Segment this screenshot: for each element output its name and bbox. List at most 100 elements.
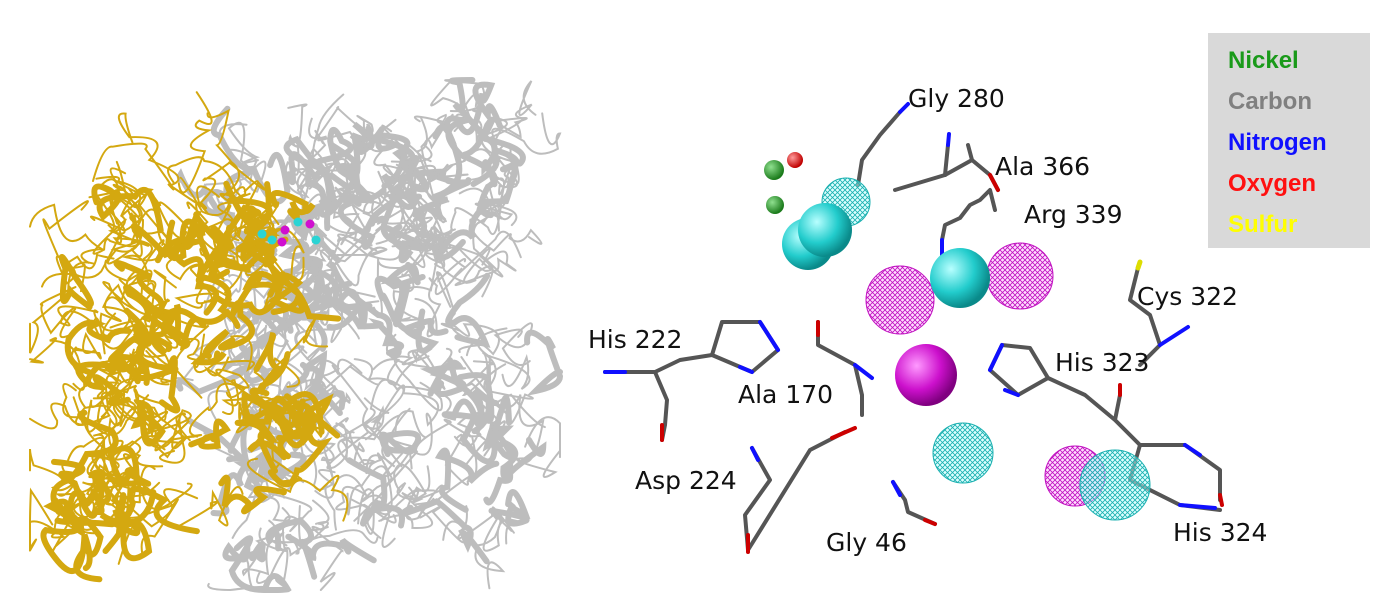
gray-chain-ribbon	[453, 393, 546, 448]
gold-chain-ribbon	[253, 332, 291, 392]
gray-chain-ribbon	[252, 453, 305, 495]
label-asp-224: Asp 224	[635, 466, 737, 495]
gold-chain-ribbon	[72, 331, 102, 360]
gold-chain-ribbon	[177, 91, 213, 194]
active-site-atom	[267, 235, 277, 245]
gold-chain-ribbon	[142, 434, 203, 459]
gray-chain-ribbon	[285, 533, 377, 564]
gray-chain-ribbon	[210, 426, 251, 517]
gray-chain-ribbon	[337, 193, 378, 250]
gray-chain-ribbon	[400, 498, 490, 565]
gray-chain-ribbon	[419, 357, 467, 397]
atom-spheres	[764, 152, 1151, 521]
gold-chain-ribbon	[116, 348, 157, 447]
gold-chain-ribbon	[246, 407, 278, 474]
gray-chain-ribbon	[361, 397, 390, 431]
gold-chain-ribbon	[29, 337, 86, 391]
gray-chain-ribbon	[308, 117, 397, 142]
gray-chain-ribbon	[375, 159, 425, 245]
gold-chain-ribbon	[241, 243, 342, 322]
cyan-sphere	[798, 203, 852, 257]
gray-chain-ribbon	[314, 200, 391, 290]
protein-ribbon-model	[29, 77, 564, 594]
gold-chain-ribbon	[154, 412, 190, 464]
gray-chain-ribbon	[346, 465, 393, 516]
gold-chain-ribbon	[177, 486, 244, 528]
gray-chain-ribbon	[357, 488, 392, 539]
gold-chain-ribbon	[218, 474, 287, 515]
gold-chain-ribbon	[167, 156, 250, 219]
gray-chain-ribbon	[524, 329, 564, 396]
label-cys-322: Cys 322	[1137, 282, 1238, 311]
gold-chain-ribbon	[107, 445, 152, 487]
active-site-atom	[305, 219, 315, 229]
gray-chain-ribbon	[210, 105, 291, 205]
legend-carbon: Carbon	[1228, 88, 1312, 115]
gray-chain-ribbon	[377, 384, 440, 456]
gray-chain-ribbon	[284, 160, 320, 205]
gray-chain-ribbon	[368, 421, 452, 488]
gold-chain-ribbon	[29, 396, 85, 430]
gray-chain-ribbon	[308, 123, 371, 190]
legend-oxygen: Oxygen	[1228, 170, 1317, 197]
gold-chain-ribbon	[86, 346, 149, 433]
gold-chain-ribbon	[42, 200, 89, 285]
legend-sulfur: Sulfur	[1228, 211, 1298, 238]
magenta-sphere	[895, 344, 957, 406]
gray-chain-ribbon	[448, 77, 526, 167]
arg339-stick	[940, 188, 997, 242]
label-his-222: His 222	[588, 325, 683, 354]
gray-chain-ribbon	[515, 416, 561, 478]
gray-chain-ribbon	[433, 193, 504, 236]
gly280-stick	[856, 110, 902, 187]
gray-chain-ribbon	[335, 474, 373, 511]
active-site-atom	[280, 225, 290, 235]
gold-chain-ribbon	[99, 486, 200, 537]
label-ala-170: Ala 170	[738, 380, 834, 409]
legend-nickel: Nickel	[1228, 47, 1299, 74]
gold-chain-ribbon	[267, 404, 341, 488]
gold-chain-ribbon	[112, 183, 143, 258]
gold-chain-ribbon	[196, 160, 240, 206]
gray-chain-ribbon	[381, 124, 439, 205]
gray-chain-ribbon	[373, 137, 427, 195]
gray-chain-ribbon	[493, 322, 533, 366]
gray-chain-ribbon	[472, 351, 497, 389]
residue-sticks	[603, 102, 1224, 554]
gold-chain-ribbon	[269, 395, 317, 446]
gly46-stick	[891, 480, 937, 526]
gray-chain-ribbon	[365, 409, 427, 475]
gray-chain-ribbon	[471, 387, 499, 435]
gold-chain-ribbon	[41, 224, 122, 288]
gray-chain-ribbon	[328, 414, 400, 463]
gray-chain-ribbon	[258, 319, 289, 373]
gray-chain-ribbon	[488, 489, 531, 527]
gray-chain-ribbon	[388, 155, 472, 201]
gray-chain-ribbon	[329, 261, 405, 356]
gray-chain-ribbon	[311, 521, 344, 591]
cys322-stick	[1128, 266, 1162, 367]
gray-chain-ribbon	[445, 246, 493, 272]
gold-chain-ribbon	[192, 333, 255, 374]
gray-chain-ribbon	[353, 482, 396, 548]
gold-chain-ribbon	[109, 160, 148, 208]
gray-chain-ribbon	[456, 81, 503, 136]
gold-chain-ribbon	[95, 175, 171, 242]
gray-chain-ribbon	[296, 269, 376, 298]
active-site-atom	[311, 235, 321, 245]
gray-chain-ribbon	[434, 447, 500, 513]
gray-chain-ribbon	[489, 80, 537, 139]
label-gly-46: Gly 46	[826, 528, 907, 557]
gray-chain-ribbon	[389, 224, 466, 264]
his323-stick	[1046, 376, 1222, 502]
gray-chain-ribbon	[295, 303, 360, 354]
gold-chain-ribbon	[67, 436, 137, 474]
gold-chain-ribbon	[190, 328, 230, 366]
gray-chain-ribbon	[305, 158, 355, 218]
gold-chain-ribbon	[174, 283, 232, 309]
his222-stick	[603, 370, 669, 442]
active-site-atom	[277, 237, 287, 247]
gray-chain-ribbon	[441, 398, 498, 465]
gray-chain-ribbon	[256, 499, 330, 584]
gray-chain-ribbon	[482, 511, 521, 552]
